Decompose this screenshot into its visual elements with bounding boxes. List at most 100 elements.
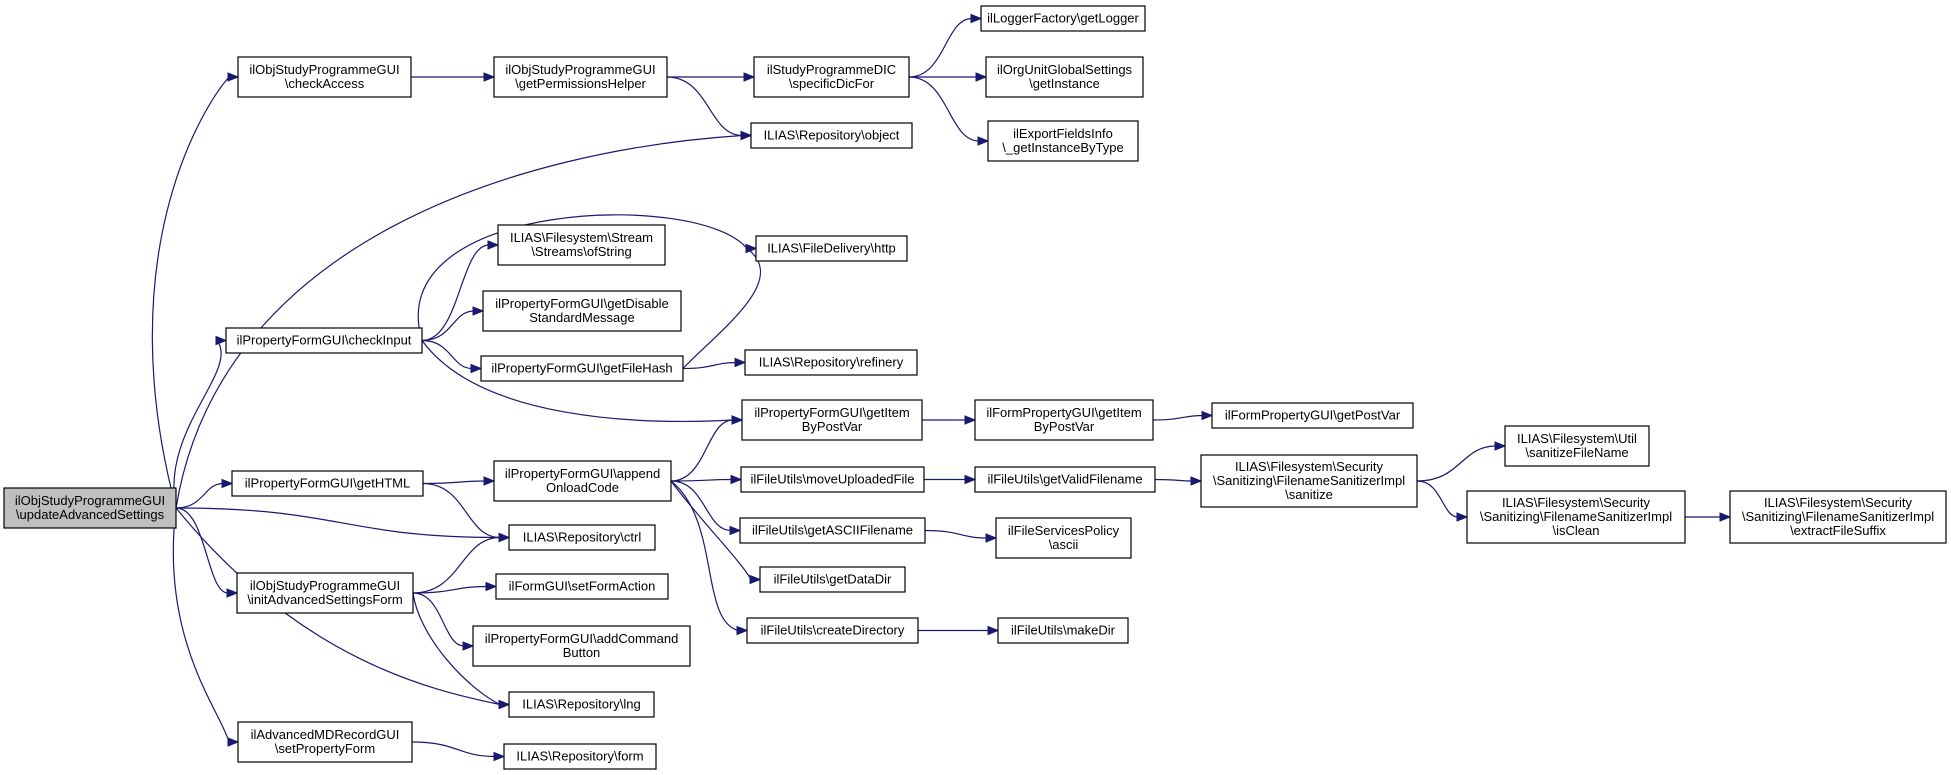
node-createDirectory[interactable]: ilFileUtils\createDirectory	[746, 617, 919, 644]
node-label: ilFileUtils\getValidFilename	[987, 472, 1142, 487]
arrowhead	[970, 13, 983, 24]
node-label: ilExportFieldsInfo	[1013, 126, 1113, 141]
edge-sanitize-to-sanitizeFileName	[1416, 445, 1497, 482]
node-box	[508, 524, 656, 551]
node-sanitize[interactable]: ILIAS\Filesystem\Security\Sanitizing\Fil…	[1200, 454, 1418, 508]
arrowhead	[731, 415, 744, 425]
node-box	[495, 573, 669, 600]
node-box	[755, 235, 908, 262]
arrowhead	[215, 335, 228, 346]
arrowhead	[498, 699, 511, 710]
node-label: ILIAS\Filesystem\Security	[1764, 495, 1913, 510]
node-getDisable[interactable]: ilPropertyFormGUI\getDisableStandardMess…	[482, 290, 682, 332]
node-http[interactable]: ILIAS\FileDelivery\http	[755, 235, 908, 262]
node-ofString[interactable]: ILIAS\Filesystem\Stream\Streams\ofString	[497, 224, 666, 266]
node-box	[472, 625, 691, 667]
node-box	[1504, 425, 1650, 467]
node-box	[997, 617, 1129, 644]
arrowhead	[470, 363, 483, 374]
edge-setPropertyForm-to-form	[411, 741, 496, 758]
edge-root-to-initAdvanced	[175, 507, 229, 594]
arrowhead	[730, 474, 743, 485]
edge-appendOnload-to-createDirectory	[670, 480, 739, 632]
node-box	[493, 56, 668, 98]
node-isClean[interactable]: ILIAS\Filesystem\Security\Sanitizing\Fil…	[1466, 490, 1686, 544]
node-box	[1200, 454, 1418, 508]
arrowhead	[985, 533, 998, 543]
node-label: Button	[563, 645, 601, 660]
edge-root-to-setPropertyForm	[172, 507, 230, 743]
arrowhead	[485, 581, 498, 592]
edge-getPermissionsHelper-to-object	[666, 76, 743, 137]
node-checkAccess[interactable]: ilObjStudyProgrammeGUI\checkAccess	[237, 56, 412, 98]
node-ctrl[interactable]: ILIAS\Repository\ctrl	[508, 524, 656, 551]
node-label: ilPropertyFormGUI\addCommand	[485, 631, 679, 646]
edge-checkInput-to-getDisable	[421, 310, 475, 342]
node-extractFileSuffix[interactable]: ILIAS\Filesystem\Security\Sanitizing\Fil…	[1729, 490, 1947, 544]
node-box	[739, 517, 926, 544]
node-box	[985, 56, 1144, 98]
edge-getValidFilename-to-sanitize	[1154, 478, 1193, 482]
node-root[interactable]: ilObjStudyProgrammeGUI\updateAdvancedSet…	[3, 487, 177, 529]
node-box	[740, 466, 925, 493]
node-label: \specificDicFor	[789, 76, 875, 91]
arrowhead	[964, 474, 977, 485]
arrowhead	[498, 532, 511, 543]
node-getInstanceByType[interactable]: ilExportFieldsInfo\_getInstanceByType	[987, 120, 1139, 162]
node-getValidFilename[interactable]: ilFileUtils\getValidFilename	[974, 466, 1156, 493]
node-makeDir[interactable]: ilFileUtils\makeDir	[997, 617, 1129, 644]
arrowhead	[483, 476, 496, 486]
node-label: \ascii	[1049, 537, 1079, 552]
node-object[interactable]: ILIAS\Repository\object	[750, 122, 913, 149]
node-box	[497, 224, 666, 266]
node-setFormAction[interactable]: ilFormGUI\setFormAction	[495, 573, 669, 600]
node-initAdvanced[interactable]: ilObjStudyProgrammeGUI\initAdvancedSetti…	[236, 572, 414, 614]
node-getPostVar[interactable]: ilFormPropertyGUI\getPostVar	[1211, 402, 1414, 429]
node-moveUploaded[interactable]: ilFileUtils\moveUploadedFile	[740, 466, 925, 493]
node-label: ilPropertyFormGUI\checkInput	[237, 333, 412, 348]
node-getASCII[interactable]: ilFileUtils\getASCIIFilename	[739, 517, 926, 544]
node-label: ilObjStudyProgrammeGUI	[249, 62, 399, 77]
call-edges	[151, 13, 1732, 762]
node-form[interactable]: ILIAS\Repository\form	[503, 743, 657, 770]
node-box	[759, 566, 906, 593]
node-box	[980, 5, 1146, 32]
arrowhead	[964, 415, 977, 425]
node-lng[interactable]: ILIAS\Repository\lng	[508, 691, 655, 718]
node-getFileHash[interactable]: ilPropertyFormGUI\getFileHash	[480, 355, 684, 382]
node-ascii[interactable]: ilFileServicesPolicy\ascii	[995, 517, 1132, 559]
node-label: ILIAS\Filesystem\Stream	[510, 230, 653, 245]
node-label: ilFormPropertyGUI\getItem	[986, 405, 1141, 420]
node-getLogger[interactable]: ilLoggerFactory\getLogger	[980, 5, 1146, 32]
node-label: ilObjStudyProgrammeGUI	[250, 578, 400, 593]
node-label: \Streams\ofString	[531, 244, 631, 259]
node-box	[503, 743, 657, 770]
node-refinery[interactable]: ILIAS\Repository\refinery	[744, 349, 918, 376]
arrowhead	[1190, 476, 1203, 486]
node-box	[750, 122, 913, 149]
node-specificDicFor[interactable]: ilStudyProgrammeDIC\specificDicFor	[753, 56, 910, 98]
arrowhead	[1494, 441, 1507, 451]
node-checkInput[interactable]: ilPropertyFormGUI\checkInput	[225, 327, 423, 354]
node-box	[974, 399, 1154, 441]
node-label: ILIAS\Filesystem\Util	[1517, 431, 1637, 446]
node-getHTML[interactable]: ilPropertyFormGUI\getHTML	[231, 470, 424, 497]
arrowhead	[1456, 512, 1469, 522]
node-box	[482, 290, 682, 332]
edge-root-to-object	[175, 134, 743, 509]
node-box	[508, 691, 655, 718]
node-box	[3, 487, 177, 529]
node-setPropertyForm[interactable]: ilAdvancedMDRecordGUI\setPropertyForm	[237, 721, 413, 763]
arrowhead	[1201, 410, 1214, 421]
node-sanitizeFileName[interactable]: ILIAS\Filesystem\Util\sanitizeFileName	[1504, 425, 1650, 467]
node-box	[746, 617, 919, 644]
node-getPermissionsHelper[interactable]: ilObjStudyProgrammeGUI\getPermissionsHel…	[493, 56, 668, 98]
node-getInstance[interactable]: ilOrgUnitGlobalSettings\getInstance	[985, 56, 1144, 98]
node-getDataDir[interactable]: ilFileUtils\getDataDir	[759, 566, 906, 593]
node-label: \setPropertyForm	[275, 741, 375, 756]
node-label: \sanitize	[1285, 487, 1333, 502]
